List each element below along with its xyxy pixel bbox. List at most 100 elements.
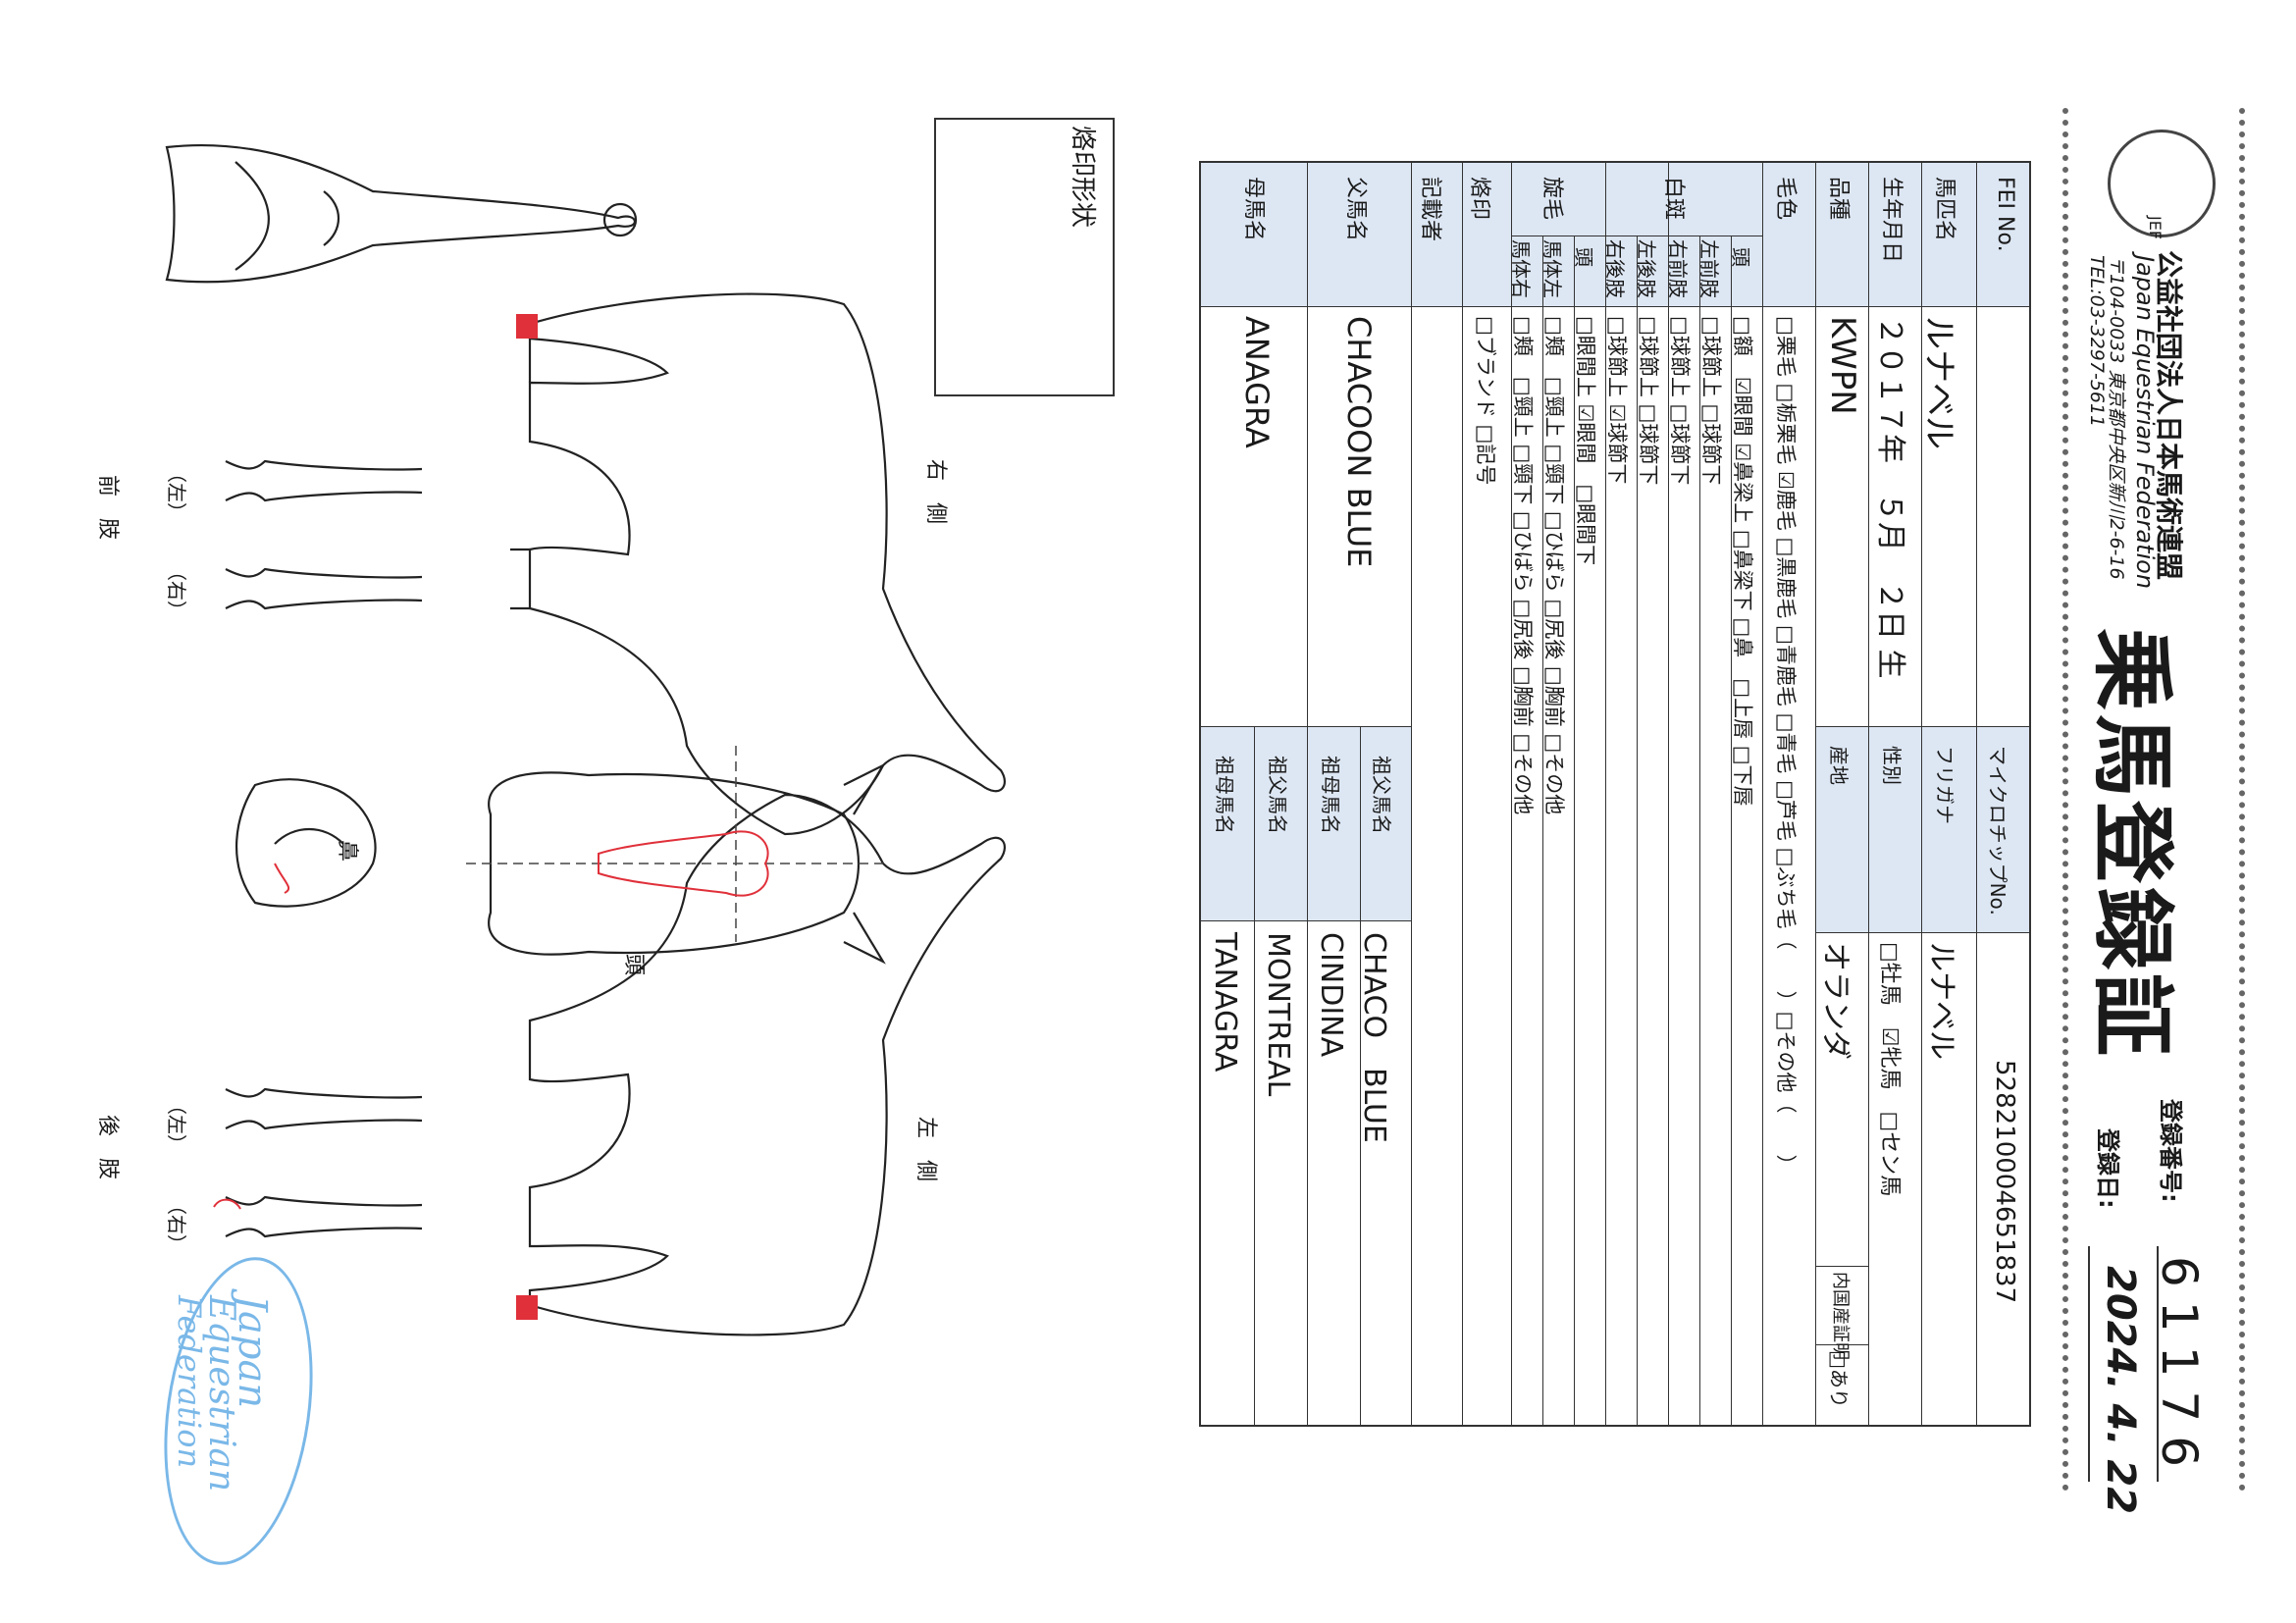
whorl-row-0: □眼間上 ☑眼間 □眼間下	[1574, 316, 1597, 566]
forelimb-left-paren: （左）	[165, 463, 188, 522]
row-line	[1976, 163, 1977, 1427]
white-label: 白斑	[1661, 177, 1686, 221]
row-line	[1574, 236, 1575, 1427]
row-line	[1815, 163, 1816, 1427]
col-line	[1815, 1344, 1868, 1345]
white-row-3: □球節上 □球節下	[1637, 316, 1660, 486]
label-band-origin	[1815, 726, 1868, 932]
row-line	[1542, 236, 1543, 1427]
reg-no-label: 登録番号:	[2157, 1099, 2184, 1203]
row-line	[1668, 163, 1669, 1427]
brand-options: □ブランド □記号	[1474, 316, 1497, 486]
sex-label: 性別	[1880, 746, 1904, 785]
horse-right-side	[528, 292, 1006, 836]
label-band	[1201, 163, 2029, 306]
col-line	[1201, 920, 1411, 921]
col-line	[1815, 726, 2029, 727]
marking-nose	[274, 863, 290, 894]
white-row-label-3: 左後肢	[1635, 239, 1658, 298]
gs-label-2: 祖父馬名	[1266, 756, 1289, 834]
document-title: 乗馬登録証	[2084, 628, 2180, 1061]
white-row-label-0: 頭	[1729, 247, 1752, 267]
furigana-label: フリガナ	[1933, 746, 1957, 824]
whorl-row-label-2: 馬体右	[1509, 239, 1533, 298]
whorl-row-1: □頬 □頸上 □頸下 □ひばら □尻後 □胸前 □その他	[1542, 316, 1566, 815]
horse-head-front	[488, 771, 860, 956]
forelimb-left	[225, 459, 423, 502]
white-row-label-1: 左前肢	[1697, 239, 1721, 298]
origin-value: オランダ	[1818, 942, 1852, 1060]
domestic-label: 内国産証明	[1830, 1272, 1851, 1360]
white-row-2: □球節上 □球節下	[1668, 316, 1692, 486]
gs-label-1: 祖父馬名	[1370, 756, 1393, 834]
white-row-4: □球節上 ☑球節下	[1605, 316, 1629, 485]
whorl-row-label-1: 馬体左	[1540, 239, 1564, 298]
row-line	[1511, 163, 1512, 1427]
white-row-0: □額 ☑眼間 ☑鼻梁上 □鼻梁下 □鼻 □上唇 □下唇	[1731, 316, 1754, 807]
hindlimb-left-paren: （左）	[165, 1095, 188, 1154]
left-side-label: 左 側	[913, 1117, 938, 1182]
row-line	[1921, 163, 1922, 1427]
name-label: 馬匹名	[1932, 177, 1957, 242]
dotted-border-2	[2239, 108, 2245, 1492]
gs1-value: CHACO BLUE	[1357, 932, 1391, 1143]
sex-options: □牡馬 ☑牝馬 □セン馬	[1877, 942, 1902, 1197]
row-line	[1699, 236, 1700, 1427]
row-line	[1868, 163, 1869, 1427]
hindlimb-label: 後 肢	[95, 1115, 120, 1180]
forelimb-label: 前 肢	[95, 475, 120, 541]
marking-face	[598, 830, 769, 897]
reg-date-underline	[2088, 1246, 2090, 1482]
col-line	[1815, 1266, 1868, 1267]
org-name-en: Japan Equestrian Federation	[2131, 255, 2159, 590]
color-label: 毛色	[1773, 177, 1798, 221]
breed-label: 品種	[1826, 177, 1851, 221]
gd2-value: TANAGRA	[1208, 932, 1242, 1073]
recorder-label: 記載者	[1418, 177, 1442, 242]
row-line	[1762, 163, 1763, 1427]
horse-diagram	[165, 143, 1006, 1336]
whorl-row-label-0: 頭	[1572, 247, 1595, 267]
origin-label: 産地	[1827, 746, 1851, 785]
forelimb-right-paren: （右）	[165, 561, 188, 620]
marking-foreleg-red	[516, 314, 538, 339]
whorl-row-2: □頬 □頸上 □頸下 □ひばら □尻後 □胸前 □その他	[1511, 316, 1535, 815]
sire-label: 父馬名	[1343, 177, 1368, 242]
color-options: □栗毛 □栃栗毛 ☑鹿毛 □黒鹿毛 □青鹿毛 □青毛 □芦毛 □ぶち毛（ ）□そ…	[1774, 316, 1798, 1176]
reg-no-underline	[2157, 1246, 2159, 1482]
sire-value: CHACOON BLUE	[1340, 316, 1378, 568]
marking-hindleg-red	[516, 1295, 538, 1320]
reg-no: 61176	[2151, 1256, 2208, 1482]
nose-label: 鼻	[335, 840, 359, 863]
org-tel: TEL:03-3297-5611	[2086, 255, 2108, 428]
birth-label: 生年月日	[1879, 177, 1904, 264]
dotted-border	[2062, 108, 2068, 1492]
stamp-line-3: Federation	[171, 1295, 208, 1469]
marking-hind-right	[213, 1198, 241, 1210]
gs2-value: MONTREAL	[1261, 932, 1295, 1097]
white-row-label-2: 右前肢	[1666, 239, 1690, 298]
row-line	[1605, 163, 1606, 1427]
reg-date: 2024. 4. 22	[2098, 1266, 2143, 1515]
horse-top-view	[165, 143, 636, 284]
horse-nose-view	[235, 778, 377, 908]
microchip-label: マイクロチップNo.	[1986, 746, 2009, 916]
forelimb-right	[225, 567, 423, 610]
breed-value: KWPN	[1823, 316, 1862, 415]
head-label: 頭	[621, 954, 646, 976]
white-row-label-4: 右後肢	[1603, 239, 1627, 298]
whorl-label: 旋毛	[1539, 177, 1564, 221]
horse-left-side	[528, 793, 1006, 1336]
org-address: 〒104-0033 東京都中央区新川2-6-16	[2106, 255, 2127, 580]
furigana-value: ルナベル	[1924, 942, 1958, 1060]
col-line	[1201, 726, 1411, 727]
row-line	[1307, 163, 1308, 1427]
name-value: ルナベル	[1919, 316, 1958, 449]
gd-label-2: 祖母馬名	[1213, 756, 1236, 834]
label-band-grand	[1201, 726, 1411, 920]
gd-label-1: 祖母馬名	[1319, 756, 1342, 834]
hindlimb-left	[225, 1087, 423, 1130]
microchip-value: 528210004651837	[1990, 1060, 2019, 1304]
row-line	[1731, 236, 1732, 1427]
